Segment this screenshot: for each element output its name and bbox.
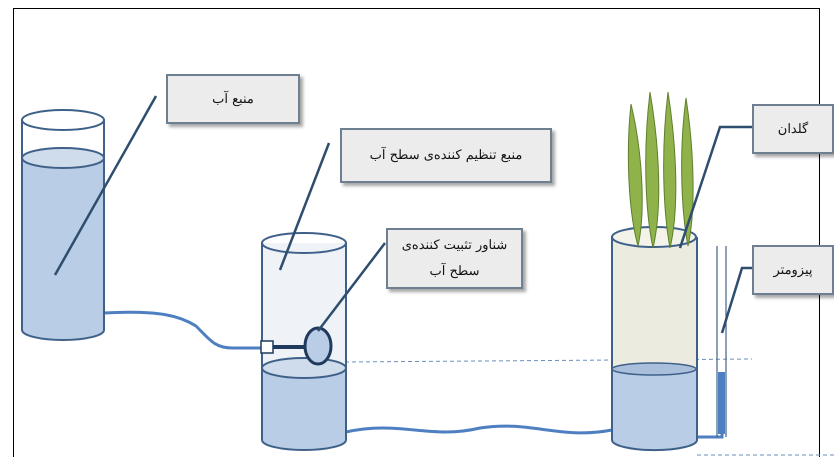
- plant-leaves: [627, 91, 694, 249]
- float-valve: [260, 326, 333, 366]
- label-float-line2: سطح آب: [429, 263, 480, 279]
- leader-line-float: [317, 242, 386, 332]
- label-pot: گلدان: [752, 104, 834, 154]
- leader-line-regulator: [278, 142, 331, 271]
- leader-line-piezometer: [720, 266, 752, 334]
- label-water-source: منبع آب: [166, 74, 300, 124]
- label-float-line1: شناور تثبیت کننده‌ی: [401, 237, 508, 253]
- connecting-pipe: [345, 424, 613, 435]
- piezometer-tube: [716, 246, 727, 437]
- supply-pipe: [103, 310, 262, 350]
- label-regulator: منبع تنظیم کننده‌ی سطح آب: [340, 128, 552, 183]
- leader-line-water-source: [53, 95, 158, 276]
- leader-line-pot: [678, 125, 752, 249]
- pot-cylinder: [611, 226, 698, 452]
- water-source-cylinder: [21, 109, 105, 341]
- figure-frame: [13, 8, 820, 457]
- label-piezometer: پیزومتر: [752, 245, 834, 295]
- label-float: شناور تثبیت کننده‌ی سطح آب: [386, 228, 523, 289]
